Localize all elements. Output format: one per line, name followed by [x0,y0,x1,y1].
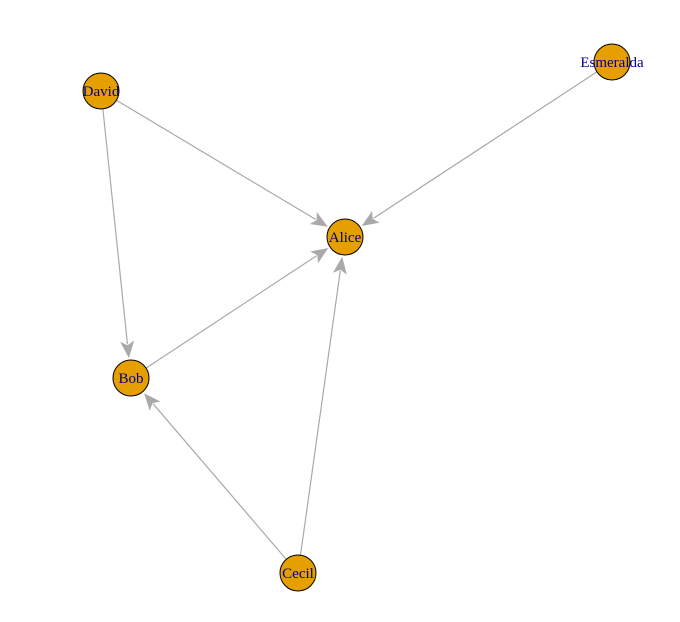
node-circle-esmeralda[interactable] [593,43,631,81]
node-circle-alice[interactable] [326,218,364,256]
node-label-cecil: Cecil [282,566,314,582]
node-circle-cecil[interactable] [279,554,317,592]
arrowhead-cecil-to-alice [332,256,347,275]
node-label-david: David [83,84,120,100]
arrowhead-cecil-to-bob [144,393,161,411]
node-cecil[interactable]: Cecil [279,554,317,592]
arrowhead-esmeralda-to-alice [361,210,380,226]
node-label-alice: Alice [329,230,362,246]
edge-esmeralda-to-alice [373,71,598,219]
edge-bob-to-alice [145,255,317,369]
node-david[interactable]: David [82,72,120,110]
node-bob[interactable]: Bob [112,359,150,397]
node-label-bob: Bob [118,371,143,387]
edge-cecil-to-alice [299,270,341,556]
edge-cecil-to-bob [152,403,287,560]
node-esmeralda[interactable]: Esmeralda [580,43,644,81]
edges-layer [102,71,598,560]
edge-david-to-alice [116,99,317,221]
node-circle-bob[interactable] [112,359,150,397]
node-label-esmeralda: Esmeralda [580,55,644,71]
edge-david-to-bob [102,108,129,345]
arrowhead-david-to-alice [309,212,328,227]
arrowhead-david-to-bob [120,340,135,359]
arrowhead-bob-to-alice [310,248,329,264]
node-alice[interactable]: Alice [326,218,364,256]
node-circle-david[interactable] [82,72,120,110]
